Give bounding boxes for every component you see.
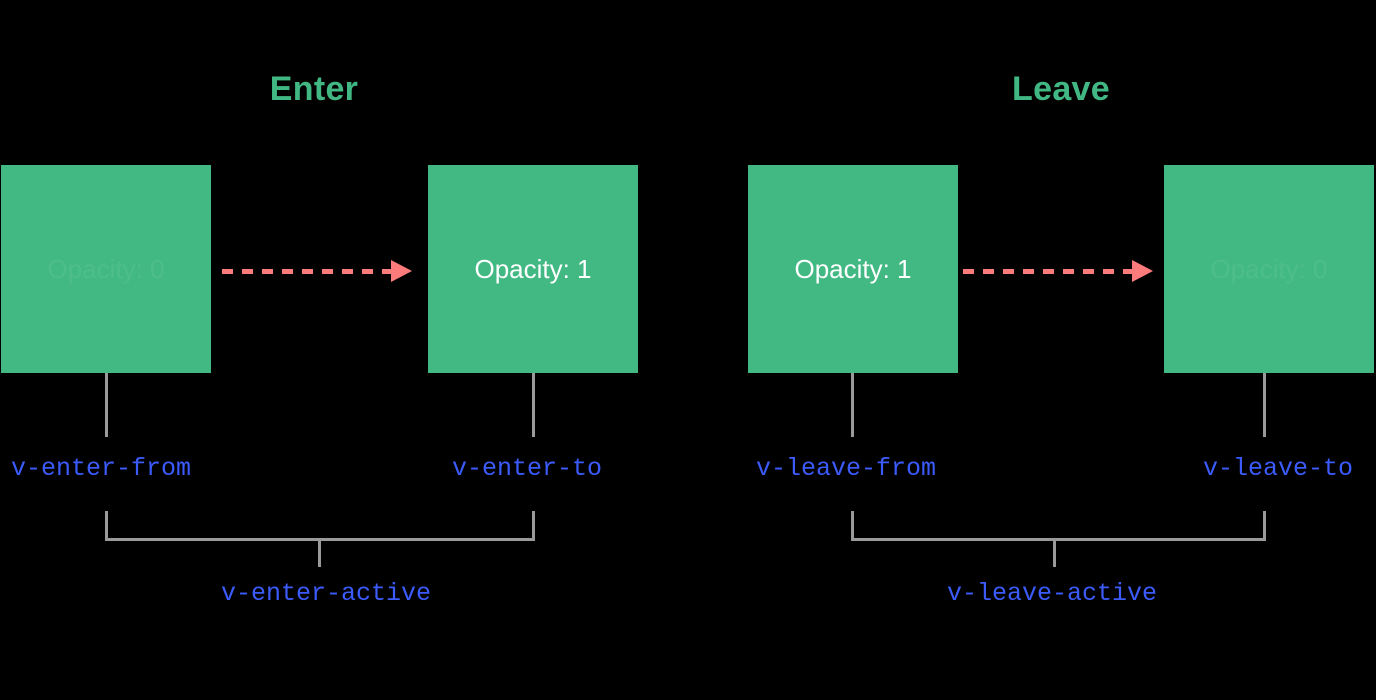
- bracket-stem-enter: [318, 541, 321, 567]
- bracket-arm-left-leave: [851, 511, 854, 541]
- class-label-v-leave-active: v-leave-active: [946, 579, 1158, 608]
- state-box-leave-from-text: Opacity: 1: [794, 254, 912, 284]
- class-label-v-enter-active: v-enter-active: [220, 579, 432, 608]
- arrow-shaft-enter: [222, 269, 394, 274]
- state-box-enter-from-text: Opacity: 0: [47, 254, 165, 284]
- bracket-stem-leave: [1053, 541, 1056, 567]
- connector-line-leave-to: [1263, 373, 1266, 437]
- state-box-leave-to-text: Opacity: 0: [1210, 254, 1328, 284]
- connector-line-leave-from: [851, 373, 854, 437]
- section-title-leave: Leave: [1012, 70, 1110, 108]
- section-title-enter: Enter: [269, 70, 359, 108]
- arrow-head-leave: [1132, 260, 1153, 282]
- arrow-head-enter: [391, 260, 412, 282]
- dashed-arrow-right-icon-enter: [222, 260, 412, 282]
- bracket-leave-active: [851, 511, 1266, 541]
- bracket-base-leave: [851, 538, 1266, 541]
- state-box-leave-from: Opacity: 1: [748, 165, 958, 373]
- bracket-enter-active: [105, 511, 535, 541]
- state-box-enter-from: Opacity: 0: [1, 165, 211, 373]
- bracket-base-enter: [105, 538, 535, 541]
- bracket-arm-right-leave: [1263, 511, 1266, 541]
- class-label-v-enter-from: v-enter-from: [11, 454, 192, 483]
- connector-line-enter-to: [532, 373, 535, 437]
- bracket-arm-left-enter: [105, 511, 108, 541]
- bracket-arm-right-enter: [532, 511, 535, 541]
- class-label-v-leave-to: v-leave-to: [1202, 454, 1353, 483]
- class-label-v-enter-to: v-enter-to: [452, 454, 603, 483]
- state-box-leave-to: Opacity: 0: [1164, 165, 1374, 373]
- class-label-v-leave-from: v-leave-from: [756, 454, 937, 483]
- arrow-shaft-leave: [963, 269, 1135, 274]
- state-box-enter-to: Opacity: 1: [428, 165, 638, 373]
- dashed-arrow-right-icon-leave: [963, 260, 1153, 282]
- connector-line-enter-from: [105, 373, 108, 437]
- state-box-enter-to-text: Opacity: 1: [474, 254, 592, 284]
